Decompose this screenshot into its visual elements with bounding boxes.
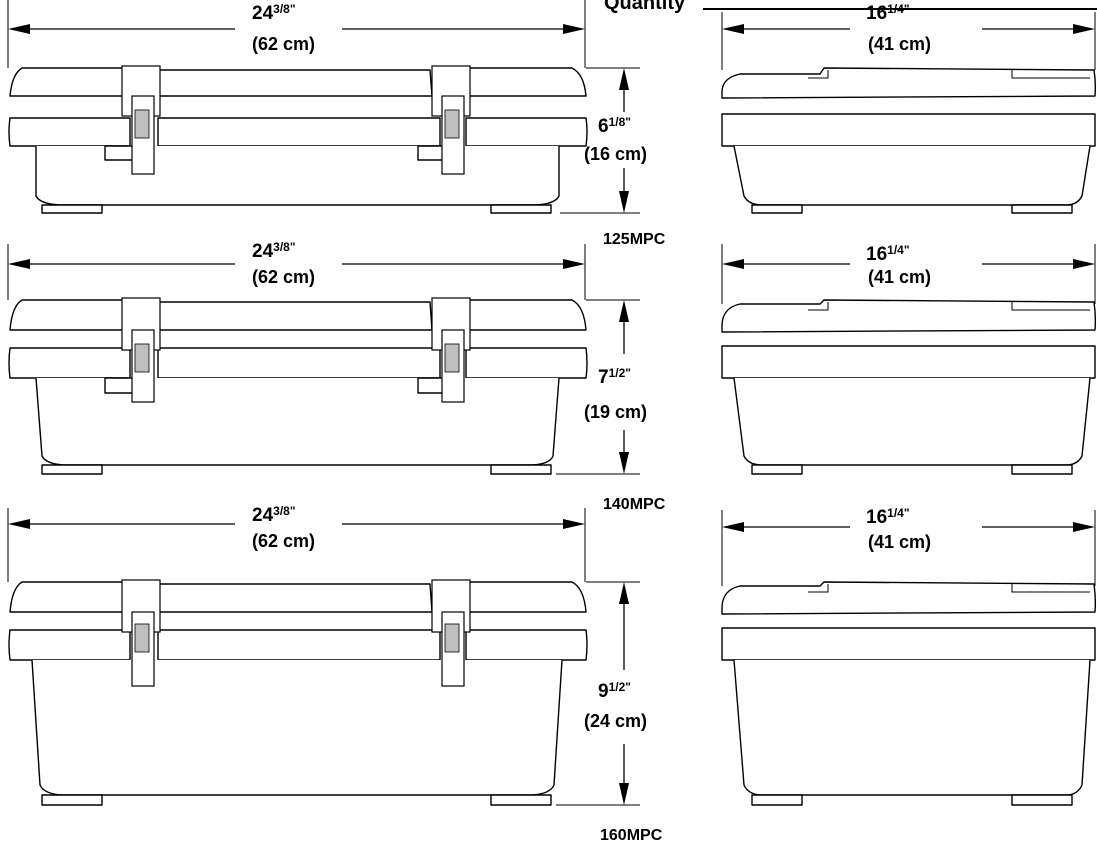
front-view — [8, 65, 588, 214]
height-metric: (16 cm) — [584, 144, 647, 164]
front-width-dimension: 243/8" (62 cm) — [7, 504, 586, 582]
height-metric: (24 cm) — [584, 711, 647, 731]
row-160mpc: 243/8" (62 cm) 91/2" — [7, 504, 1097, 844]
height-dimension: 61/8" (16 cm) — [560, 67, 647, 214]
front-width-dimension: 243/8" (62 cm) — [7, 240, 586, 300]
quantity-label: Quantity — [604, 0, 686, 14]
front-width-dimension: 243/8" (62 cm) — [7, 0, 586, 68]
height-metric: (19 cm) — [584, 402, 647, 422]
side-depth-metric: (41 cm) — [868, 267, 931, 287]
side-view — [721, 67, 1097, 214]
side-depth-label: 161/4" — [866, 2, 910, 24]
row-140mpc: 243/8" (62 cm) — [7, 240, 1097, 513]
front-width-label: 243/8" — [252, 2, 296, 24]
height-label: 71/2" — [598, 366, 631, 388]
quantity-header: Quantity — [604, 0, 1097, 14]
side-depth-dimension: 161/4" (41 cm) — [721, 506, 1096, 586]
height-dimension: 71/2" (19 cm) — [556, 299, 647, 475]
front-view — [8, 297, 588, 475]
model-label: 140MPC — [603, 496, 666, 513]
height-dimension: 91/2" (24 cm) — [556, 581, 647, 806]
front-width-metric: (62 cm) — [252, 267, 315, 287]
front-view — [8, 579, 588, 806]
side-depth-label: 161/4" — [866, 243, 910, 265]
front-width-metric: (62 cm) — [252, 34, 315, 54]
side-view — [721, 581, 1097, 806]
side-depth-metric: (41 cm) — [868, 34, 931, 54]
height-label: 61/8" — [598, 115, 631, 137]
side-depth-dimension: 161/4" (41 cm) — [721, 2, 1096, 70]
side-depth-dimension: 161/4" (41 cm) — [721, 243, 1096, 304]
model-label: 125MPC — [603, 231, 666, 248]
row-125mpc: 243/8" (62 cm) — [7, 0, 1097, 248]
front-width-label: 243/8" — [252, 240, 296, 262]
side-depth-metric: (41 cm) — [868, 532, 931, 552]
height-label: 91/2" — [598, 680, 631, 702]
side-view — [721, 299, 1097, 475]
side-depth-label: 161/4" — [866, 506, 910, 528]
front-width-label: 243/8" — [252, 504, 296, 526]
front-width-metric: (62 cm) — [252, 531, 315, 551]
model-label: 160MPC — [600, 827, 663, 841]
